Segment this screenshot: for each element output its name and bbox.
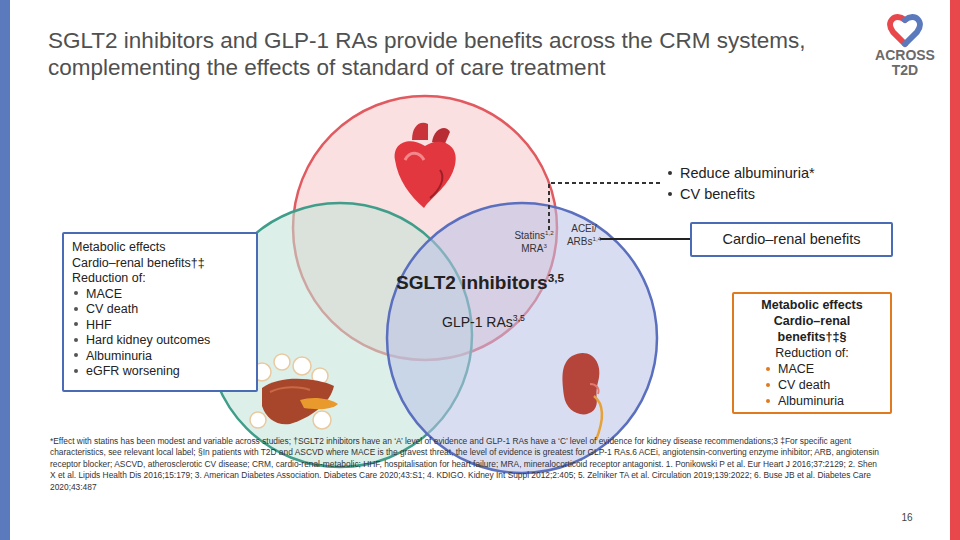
- bullet-row: HHF: [72, 318, 248, 334]
- label-text: MRA: [521, 243, 543, 254]
- liver-illustration: [250, 354, 338, 429]
- label-group: ACROSST2D: [866, 48, 944, 78]
- bullet-text: Hard kidney outcomes: [86, 333, 210, 347]
- box-text: Cardio–renal benefits†‡§: [738, 313, 886, 345]
- bullet-dot: [668, 171, 672, 175]
- kidney-illustration: [562, 353, 601, 440]
- dashed-leader: [549, 183, 660, 230]
- bullet-dot: [74, 291, 78, 295]
- logo-icon: [890, 17, 920, 44]
- bullet-text: MACE: [778, 362, 814, 376]
- reference-number: 1,2: [545, 229, 554, 236]
- label-group: ACEi/ ARBs1,4: [564, 222, 604, 248]
- label-group: Reduce albuminuria* CV benefits: [668, 163, 908, 205]
- benefit-box: Cardio–renal benefits: [690, 222, 893, 257]
- effects-box: Metabolic effectsCardio–renal benefits†‡…: [732, 292, 892, 414]
- label-text: GLP-1 RAs: [442, 314, 513, 330]
- kidney-circle: [387, 203, 657, 473]
- bullet-row: CV death: [72, 302, 248, 318]
- bullet-row: CV benefits: [668, 184, 908, 205]
- label-group: *Effect with statins has been modest and…: [50, 436, 880, 493]
- side-bar: [0, 0, 10, 540]
- label-group: 16: [892, 512, 922, 524]
- bullet-dot: [766, 383, 770, 387]
- bullet-dot: [74, 338, 78, 342]
- bullet-text: MACE: [86, 287, 122, 301]
- bullet-dot: [74, 369, 78, 373]
- box-text: Metabolic effects: [72, 240, 248, 256]
- box-text: Metabolic effects: [738, 297, 886, 313]
- effects-box: Metabolic effectsCardio–renal benefits†‡…: [62, 232, 258, 392]
- bullet-row: eGFR worsening: [72, 364, 248, 380]
- label-text: CV benefits: [680, 186, 755, 202]
- bullet-text: HHF: [86, 318, 112, 332]
- label-group: GLP-1 RAs3,5: [442, 313, 592, 331]
- bullet-row: Reduce albuminuria*: [668, 163, 908, 184]
- label-text: SGLT2 inhibitors: [396, 272, 548, 293]
- bullet-text: CV death: [778, 378, 830, 392]
- label-group: Statins1,2MRA3: [506, 229, 562, 255]
- bullet-row: MACE: [72, 287, 248, 303]
- bullet-row: MACE: [738, 361, 886, 377]
- box-text: Cardio–renal benefits†‡: [72, 256, 248, 272]
- bullet-dot: [766, 399, 770, 403]
- label-group: SGLT2 inhibitors3,5: [396, 271, 626, 295]
- label-text: ACROSS: [866, 48, 944, 63]
- bullet-text: Albuminuria: [86, 349, 152, 363]
- box-text: Reduction of:: [738, 345, 886, 361]
- slide-title: SGLT2 inhibitors and GLP-1 RAs provide b…: [48, 27, 838, 81]
- label-text: Statins: [514, 230, 545, 241]
- bullet-row: Hard kidney outcomes: [72, 333, 248, 349]
- leader-line: [600, 238, 690, 240]
- reference-number: 3: [543, 242, 546, 249]
- bullet-row: Albuminuria: [72, 349, 248, 365]
- bullet-text: CV death: [86, 302, 138, 316]
- box-text: Reduction of:: [72, 271, 248, 287]
- reference-number: 1,4: [592, 235, 601, 242]
- heart-illustration: [395, 123, 456, 208]
- label-text: ACEi/ ARBs: [567, 223, 597, 247]
- page-number: 16: [901, 512, 912, 523]
- footnote: *Effect with statins has been modest and…: [50, 436, 879, 492]
- bullet-dot: [74, 353, 78, 357]
- bullet-dot: [74, 307, 78, 311]
- reference-number: 3,5: [513, 313, 525, 323]
- label-text: Reduce albuminuria*: [680, 165, 815, 181]
- bullet-text: Albuminuria: [778, 394, 844, 408]
- bullet-dot: [668, 192, 672, 196]
- reference-number: 3,5: [548, 271, 564, 284]
- side-bar: [950, 0, 960, 540]
- bullet-text: eGFR worsening: [86, 364, 180, 378]
- box-text: Cardio–renal benefits: [696, 231, 887, 248]
- bullet-row: Albuminuria: [738, 393, 886, 409]
- bullet-dot: [766, 367, 770, 371]
- bullet-row: CV death: [738, 377, 886, 393]
- label-text: T2D: [866, 63, 944, 78]
- bullet-dot: [74, 322, 78, 326]
